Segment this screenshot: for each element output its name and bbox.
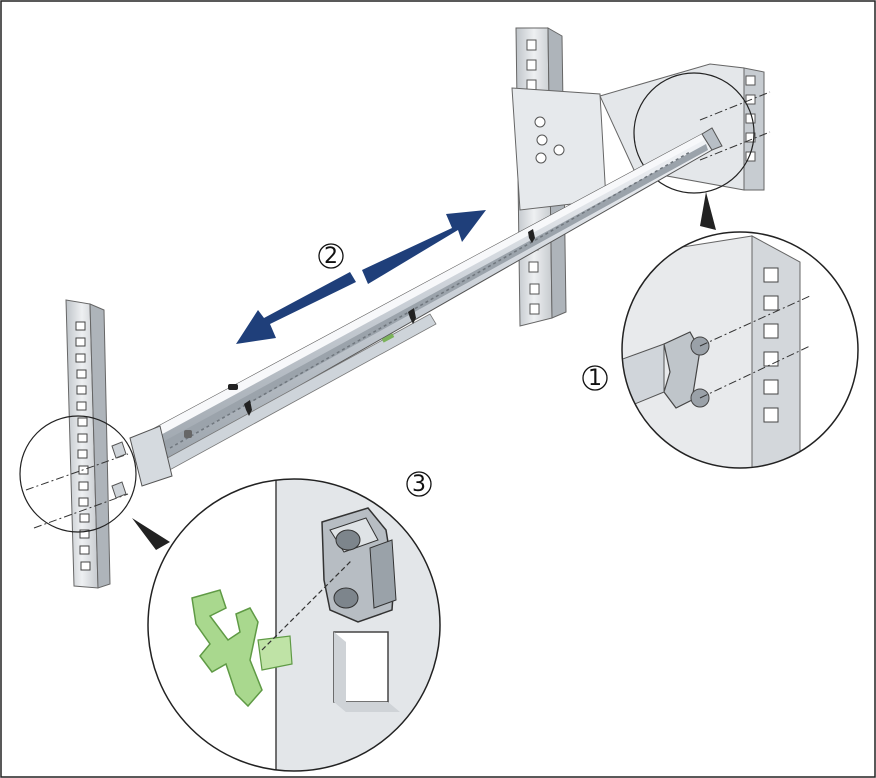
step-1-number: 1 [588,366,602,391]
rear-bracket-detail [621,231,859,469]
post-latch [321,507,397,623]
step-1-label: 1 [582,365,608,391]
step-3-number: 3 [412,472,426,497]
step-2-label: 2 [318,243,344,269]
rail-latches [184,229,535,438]
step-1-circle [582,365,608,391]
front-detail-marker [19,415,137,533]
front-rack-post [25,299,129,589]
rear-callout-leader [700,192,716,230]
step-3-circle [406,471,432,497]
front-clip-detail [147,478,441,772]
rear-detail-marker [633,72,755,194]
slide-rail [129,127,723,487]
step-2-number: 2 [324,244,338,269]
green-clip-icon [191,589,293,708]
front-callout-leader [132,518,170,550]
step-3-label: 3 [406,471,432,497]
step-2-circle [318,243,344,269]
double-arrow-icon [236,210,486,344]
